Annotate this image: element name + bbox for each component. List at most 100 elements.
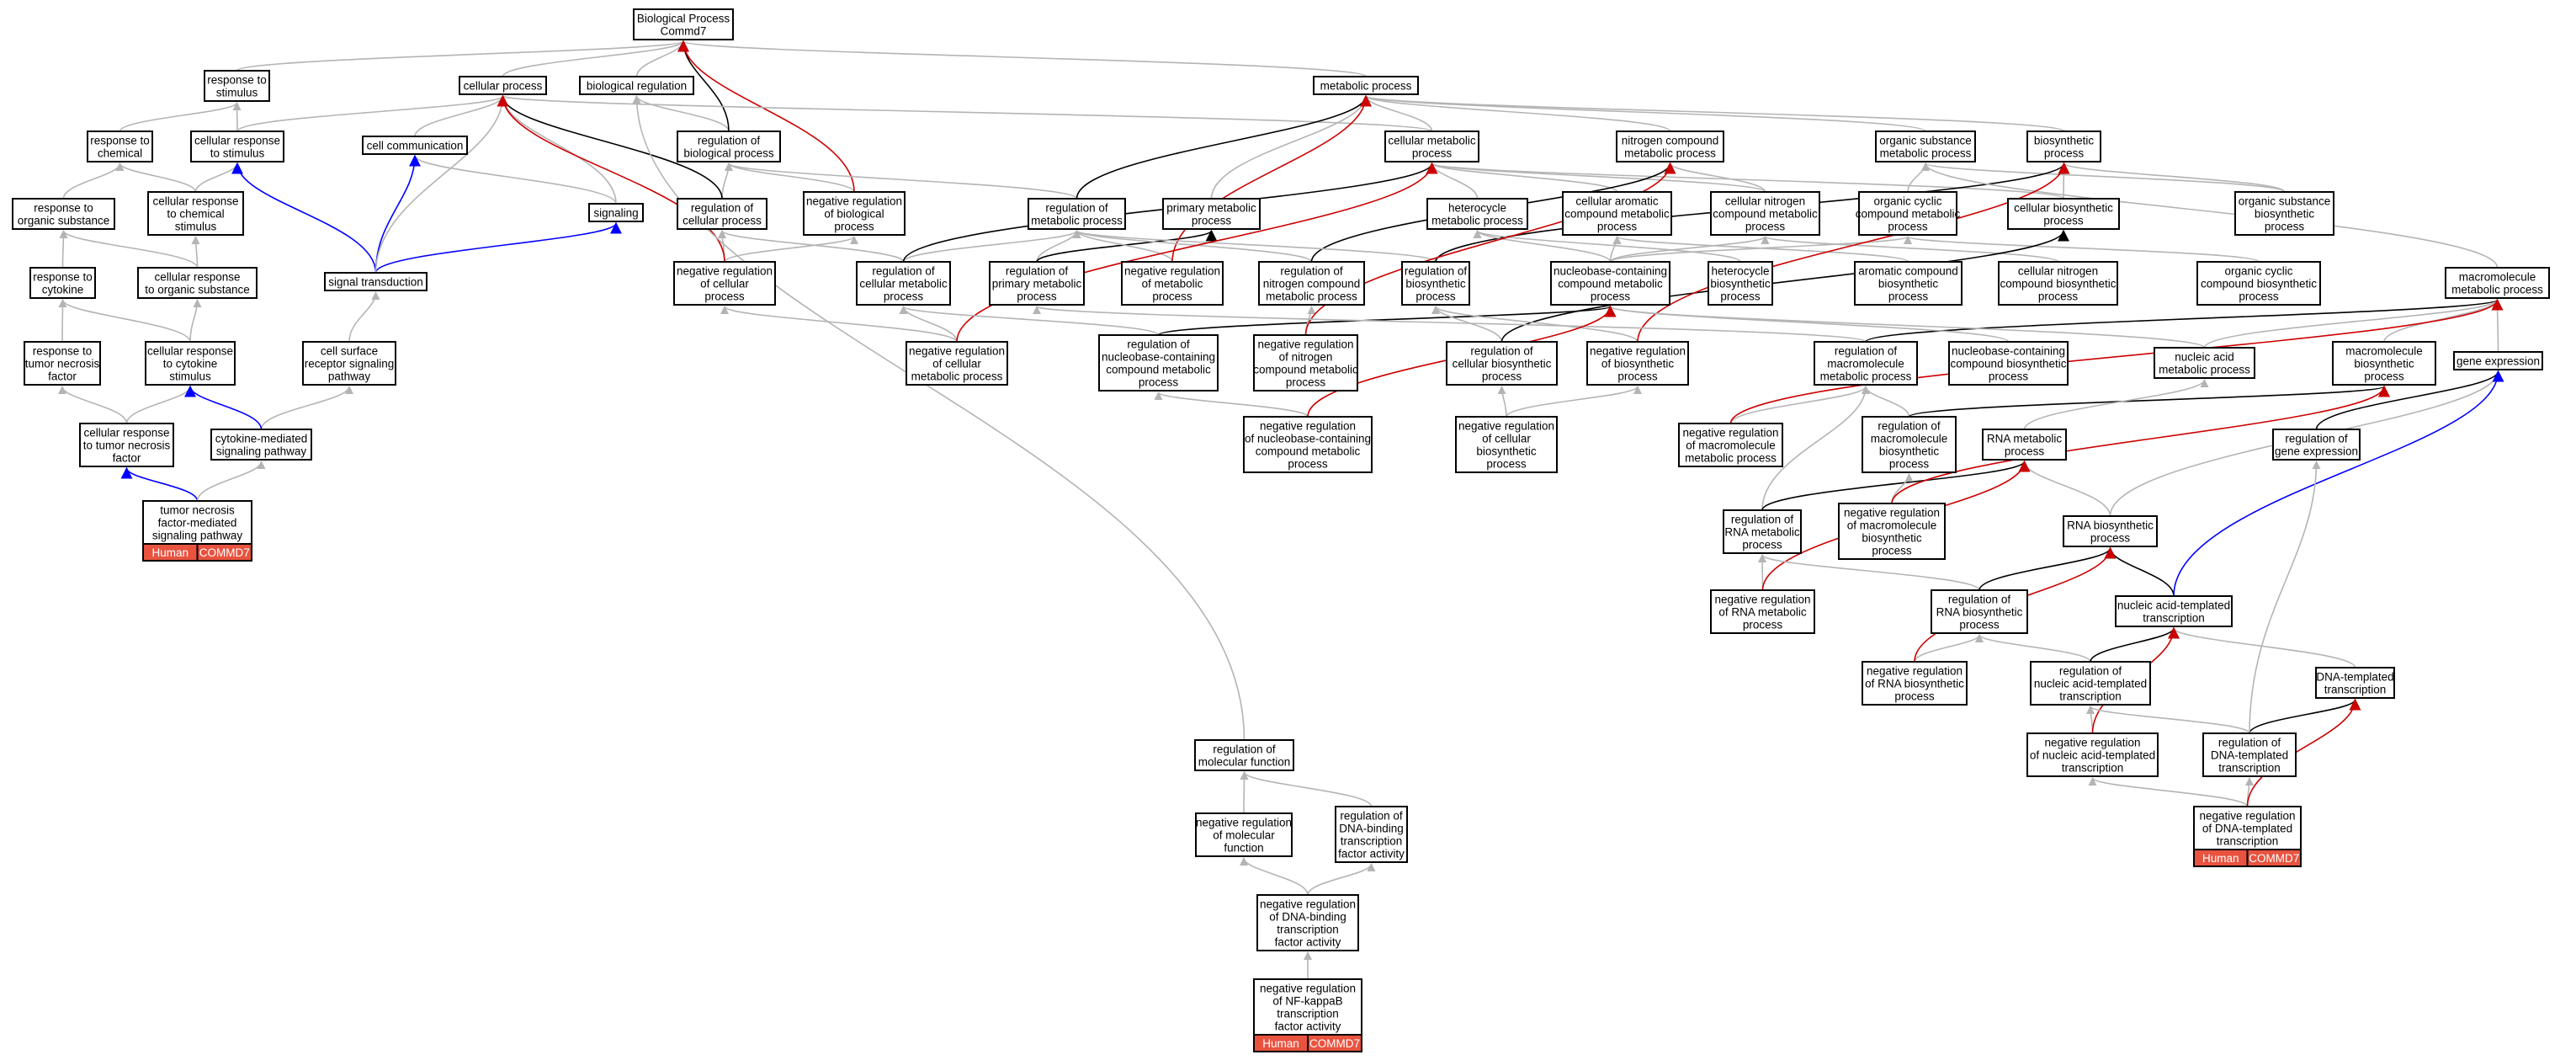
- edge-prim_met-to-met_proc: [1210, 95, 1370, 200]
- gene-tag[interactable]: COMMD7: [196, 543, 252, 562]
- term-node-bio-reg[interactable]: biological regulation: [579, 76, 694, 95]
- term-node-reg-dbtf[interactable]: regulation ofDNA-bindingtranscriptionfac…: [1335, 806, 1408, 863]
- term-node-reg-macro-biosyn[interactable]: regulation ofmacromoleculebiosyntheticpr…: [1862, 416, 1957, 473]
- term-label-line: transcription: [2217, 834, 2279, 847]
- edge-cell_nitro_biosyn-to-cell_nitro_met: [1761, 236, 2059, 263]
- gene-tag[interactable]: COMMD7: [2246, 849, 2302, 867]
- tag-label: Human: [2202, 852, 2239, 865]
- term-label-line: compound metabolic: [1856, 207, 1961, 220]
- term-node-signaling[interactable]: signaling: [588, 203, 644, 222]
- term-node-cell-comm[interactable]: cell communication: [362, 136, 468, 155]
- term-node-met-proc[interactable]: metabolic process: [1313, 76, 1419, 95]
- term-label-line: compound metabolic: [1564, 207, 1670, 220]
- term-box: [2026, 732, 2159, 777]
- species-tag[interactable]: Human: [142, 543, 199, 562]
- term-node-sig-trans[interactable]: signal transduction: [324, 272, 428, 291]
- term-label-line: process: [834, 220, 874, 232]
- term-box: [673, 261, 776, 306]
- term-node-cell-proc[interactable]: cellular process: [459, 76, 547, 95]
- species-tag[interactable]: Human: [1253, 1034, 1309, 1052]
- term-label-line: cellular biosynthetic: [2014, 201, 2113, 214]
- term-node-gene-expr[interactable]: gene expression: [2453, 351, 2543, 370]
- edge-nuc_biosyn-to-nuc_met: [1606, 306, 2010, 343]
- term-label-line: process: [1617, 370, 1658, 382]
- term-node-reg-nuc-met[interactable]: regulation ofnucleobase-containingcompou…: [1098, 334, 1219, 392]
- species-tag[interactable]: Human: [2193, 849, 2249, 867]
- term-label-line: organic substance: [2239, 194, 2331, 207]
- gene-tag[interactable]: COMMD7: [1307, 1034, 1362, 1052]
- term-label-line: biosynthetic: [2354, 357, 2414, 370]
